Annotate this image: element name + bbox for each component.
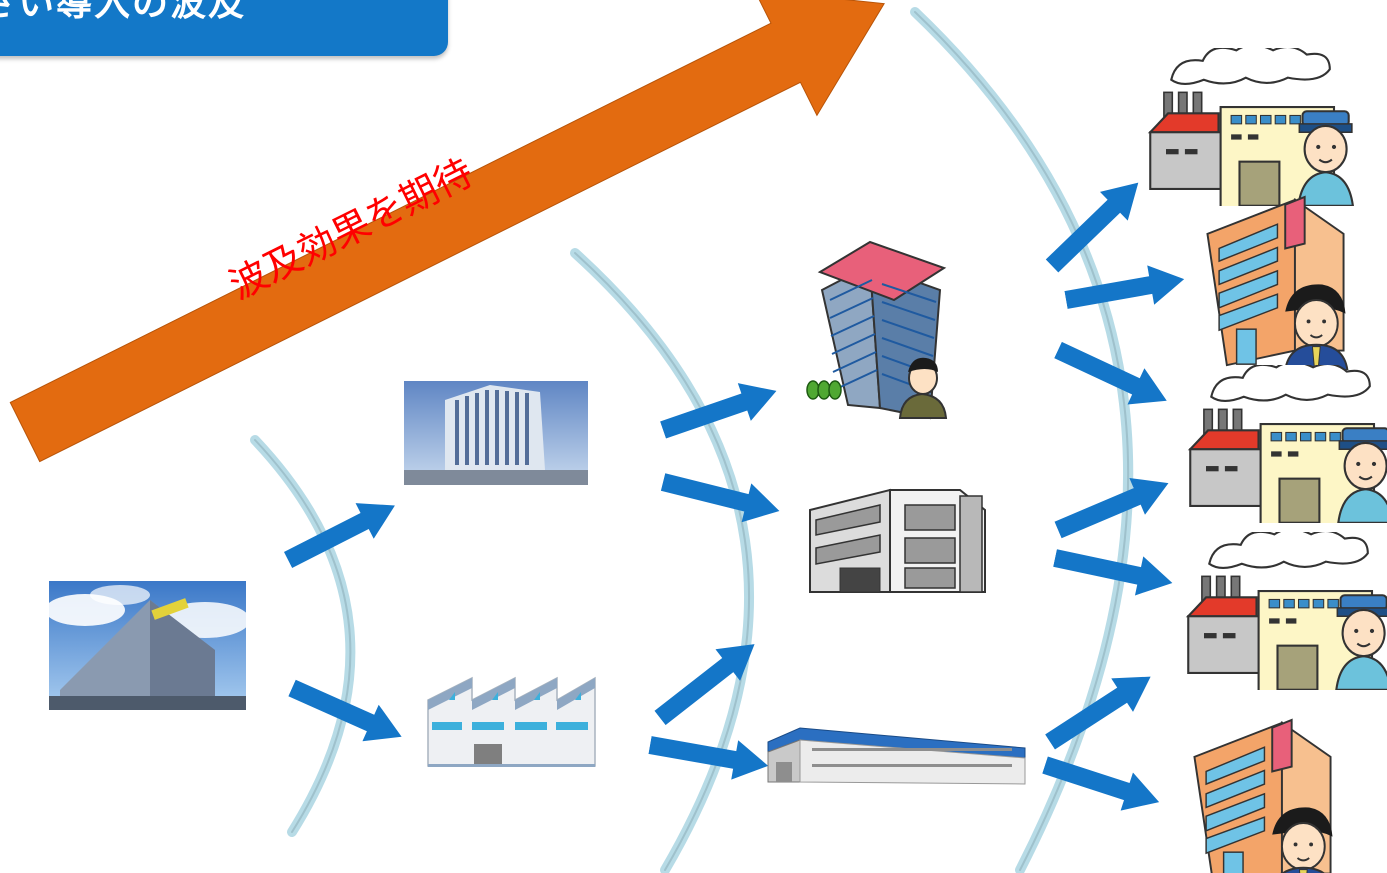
flow-arrow <box>1062 259 1188 320</box>
office-tower <box>806 240 948 420</box>
flow-arrow <box>658 462 785 531</box>
wave-arc-middle <box>570 248 754 873</box>
office-building <box>809 488 986 593</box>
factory-illustration <box>427 676 596 767</box>
building-with-businessman-2 <box>1193 718 1336 873</box>
wave-arc-inner <box>250 435 356 837</box>
factory-with-worker-1 <box>1149 48 1354 206</box>
page-title: さい導入の波及 <box>0 0 247 24</box>
high-rise-building-photo <box>404 381 588 485</box>
building-with-businessman-1 <box>1206 195 1349 370</box>
origin-facility-photo <box>45 581 250 710</box>
flow-arrow <box>1050 464 1177 549</box>
header-banner: さい導入の波及 <box>0 0 448 56</box>
big-expectation-arrow <box>9 0 885 463</box>
wave-arcs <box>250 7 1134 873</box>
warehouse <box>767 727 1026 785</box>
factory-with-worker-3 <box>1187 532 1387 690</box>
factory-with-worker-2 <box>1189 365 1387 523</box>
